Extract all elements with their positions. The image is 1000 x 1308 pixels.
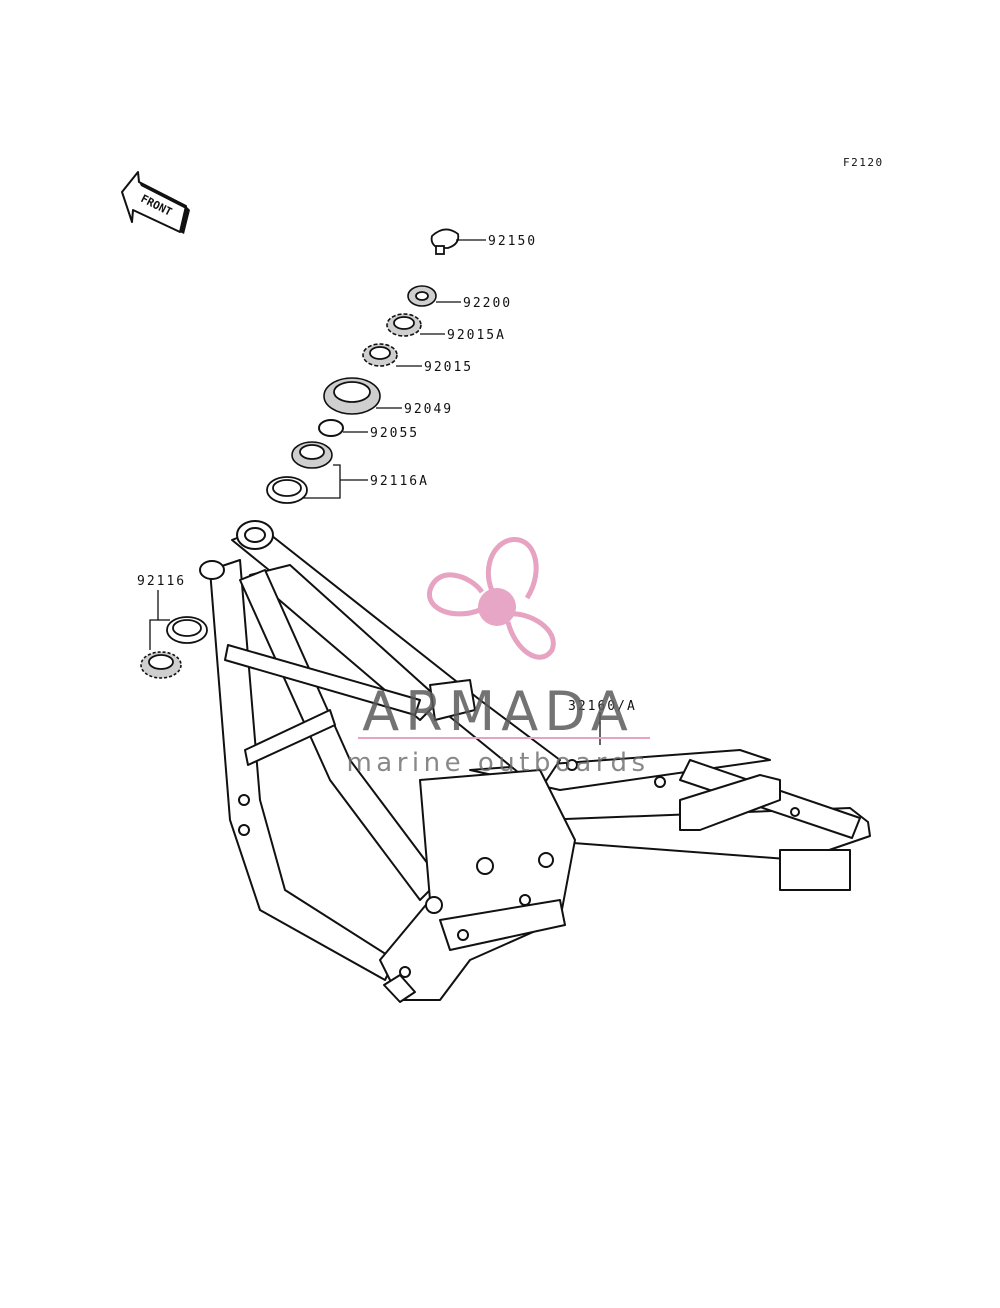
callout-92055: 92055 — [370, 426, 419, 441]
part-92015-locknut-icon — [362, 343, 398, 367]
callout-92116: 92116 — [137, 574, 186, 589]
callout-92015A: 92015A — [447, 328, 506, 343]
brand-tagline: marine outboards — [346, 748, 649, 778]
callout-92116A: 92116A — [370, 474, 429, 489]
callout-92049: 92049 — [404, 402, 453, 417]
part-92150-cap-icon — [430, 228, 460, 255]
brand-name: ARMADA — [362, 680, 634, 743]
part-92055-ring-icon — [318, 419, 344, 437]
callout-92150: 92150 — [488, 234, 537, 249]
armada-watermark: ARMADA marine outboards — [346, 537, 650, 778]
callout-32160A: 32160/A — [568, 699, 637, 714]
part-92116A-bearing-icon — [266, 441, 333, 504]
part-92049-seal-icon — [323, 377, 381, 415]
part-92116-bearing-icon — [140, 616, 208, 679]
figure-id: F2120 — [843, 156, 884, 169]
callout-92200: 92200 — [463, 296, 512, 311]
front-arrow-icon: FRONT — [121, 171, 190, 234]
part-92200-washer-icon — [407, 285, 437, 307]
callout-92015: 92015 — [424, 360, 473, 375]
part-92015A-locknut-icon — [386, 313, 422, 337]
propeller-logo-icon — [427, 537, 556, 660]
frame-32160A-icon — [199, 520, 871, 1003]
brand-rule — [358, 737, 650, 739]
